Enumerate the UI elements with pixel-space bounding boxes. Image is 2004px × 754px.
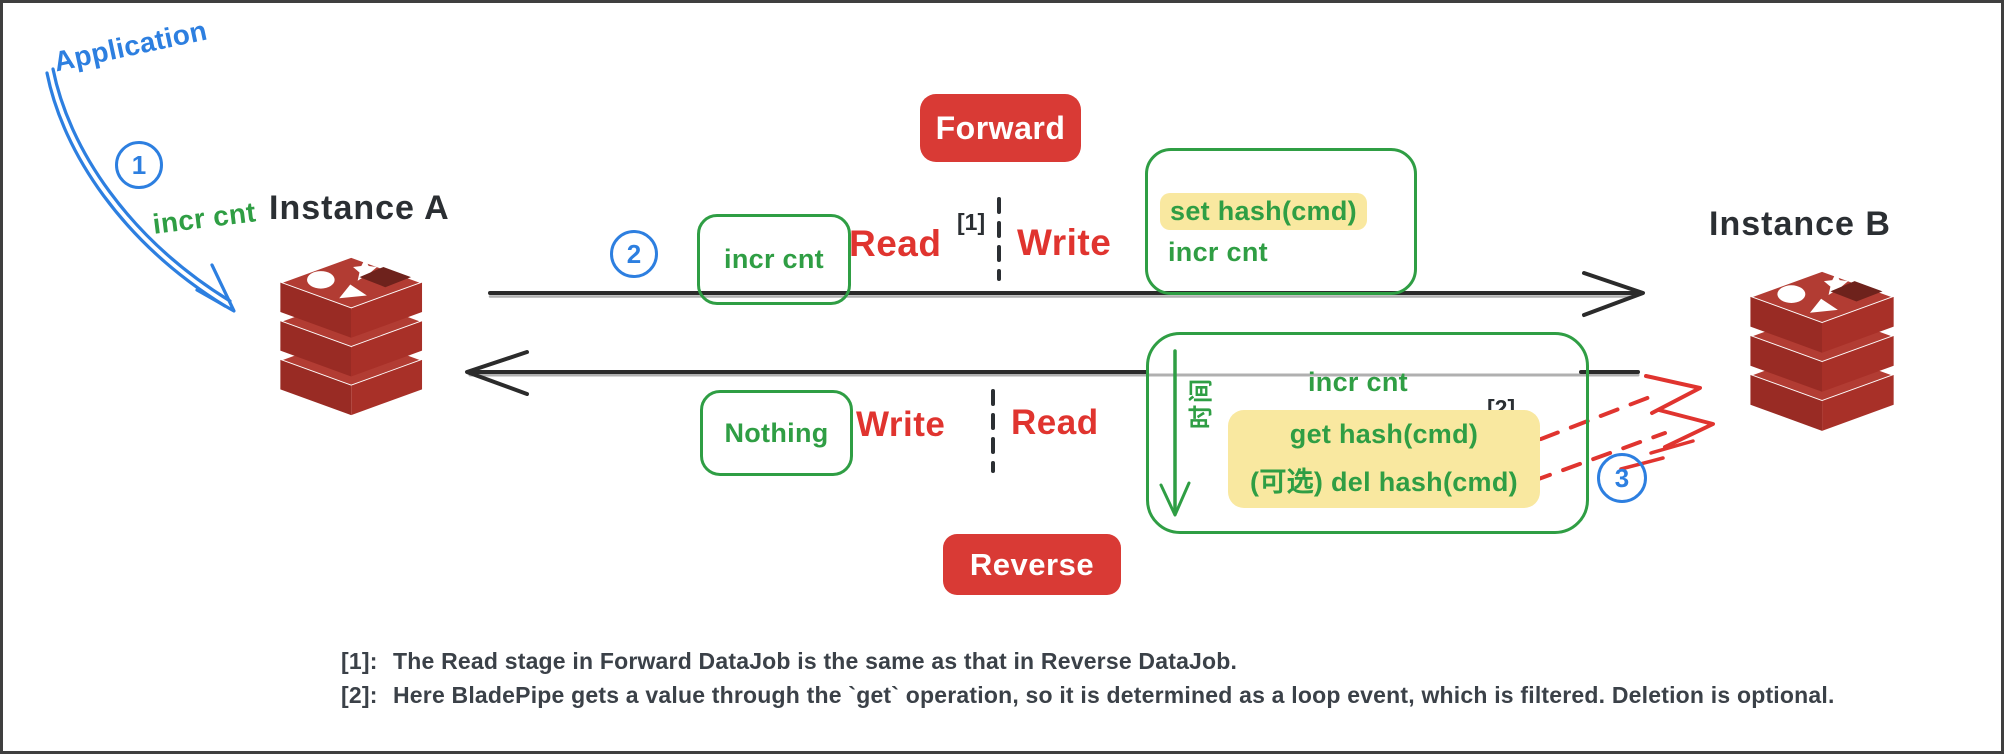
footnote-2-text: Here BladePipe gets a value through the … — [393, 682, 1835, 708]
footnote-2-ref: [2]: — [341, 682, 378, 708]
application-command: incr cnt — [151, 196, 258, 240]
redis-icon-instance-a — [279, 255, 423, 417]
reverse-del-command: (可选) del hash(cmd) — [1250, 466, 1518, 497]
step-3-marker: 3 — [1597, 453, 1647, 503]
forward-apply-set-command: set hash(cmd) — [1160, 193, 1367, 230]
redis-icon-instance-b — [1749, 269, 1895, 432]
reverse-badge: Reverse — [943, 534, 1121, 595]
footnote-1-marker: [1] — [957, 209, 986, 235]
reverse-detail-box — [1146, 332, 1589, 534]
forward-extract-command: incr cnt — [724, 244, 824, 274]
reverse-get-command: get hash(cmd) — [1289, 419, 1479, 450]
reverse-nothing-box: Nothing — [700, 390, 853, 476]
reverse-incr-command: incr cnt — [1308, 367, 1408, 397]
reverse-highlighted-commands: get hash(cmd) (可选) del hash(cmd) — [1228, 410, 1540, 508]
forward-extract-box: incr cnt — [697, 214, 851, 305]
reverse-read-stage-label: Read — [1011, 403, 1099, 442]
reverse-nothing-label: Nothing — [724, 417, 829, 448]
forward-write-stage-label: Write — [1017, 222, 1112, 263]
footnote-1-text: The Read stage in Forward DataJob is the… — [393, 648, 1238, 674]
footnote-1-ref: [1]: — [341, 648, 378, 674]
application-label: Application — [51, 14, 210, 78]
instance-a-label: Instance A — [269, 189, 450, 227]
footnotes: [1]: The Read stage in Forward DataJob i… — [341, 648, 1991, 709]
forward-apply-incr-command: incr cnt — [1168, 237, 1268, 267]
forward-arrow — [488, 271, 1645, 317]
forward-badge: Forward — [920, 94, 1081, 162]
step-2-marker: 2 — [610, 230, 658, 278]
instance-b-label: Instance B — [1709, 205, 1891, 243]
time-axis-label: 时间 — [1188, 377, 1215, 429]
step-1-marker: 1 — [115, 141, 163, 189]
forward-apply-box: set hash(cmd) incr cnt — [1145, 148, 1417, 295]
reverse-write-stage-label: Write — [856, 405, 946, 444]
application-arrow — [45, 67, 236, 313]
forward-read-stage-label: Read — [849, 223, 942, 264]
